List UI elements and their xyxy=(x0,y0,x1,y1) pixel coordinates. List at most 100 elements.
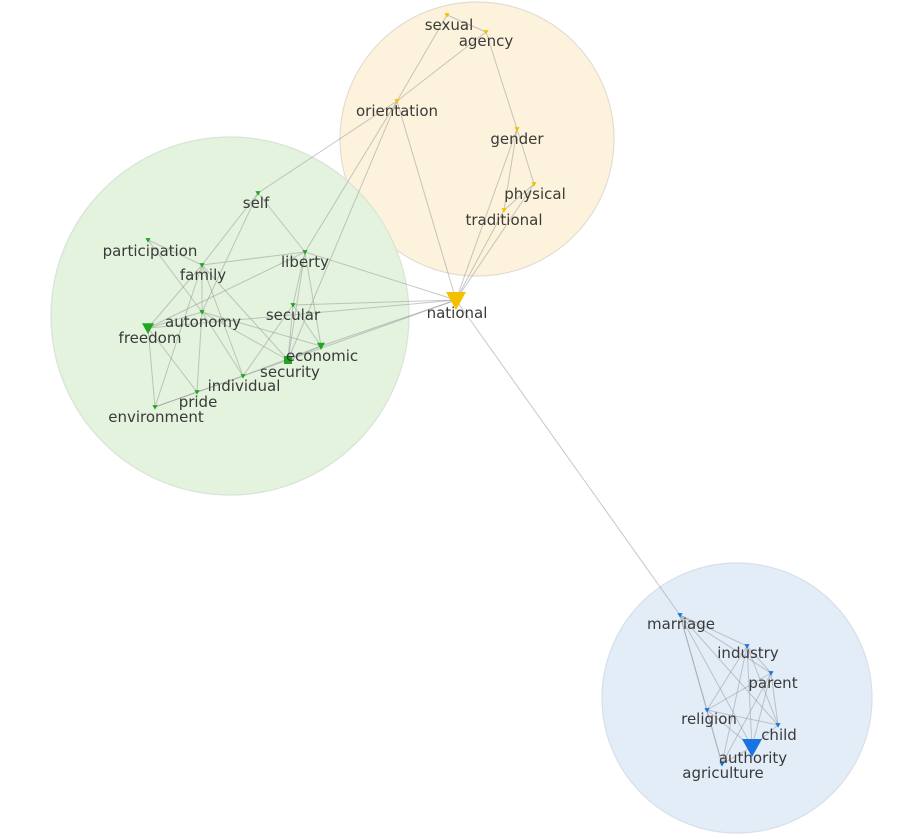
edge-family-individual xyxy=(201,264,244,377)
edge-pride-environment xyxy=(154,391,198,408)
edge-participation-family xyxy=(147,239,203,266)
node-security-marker xyxy=(317,342,325,350)
node-label-parent: parent xyxy=(748,674,797,692)
node-label-orientation: orientation xyxy=(356,102,438,120)
node-religion-marker xyxy=(704,708,710,713)
node-freedom-marker xyxy=(142,323,154,334)
community-circle-blue xyxy=(601,562,873,834)
edge-self-autonomy xyxy=(201,192,259,313)
edge-secular-national xyxy=(292,299,457,306)
node-gender-marker xyxy=(514,127,520,132)
edge-orientation-liberty xyxy=(304,100,398,253)
edge-industry-authority xyxy=(746,645,753,748)
node-label-pride: pride xyxy=(179,393,218,411)
edge-orientation-economic xyxy=(287,100,398,361)
node-label-child: child xyxy=(761,726,797,744)
edge-autonomy-security xyxy=(201,311,322,347)
edge-secular-economic xyxy=(287,304,294,361)
edge-liberty-security xyxy=(304,251,322,347)
edge-religion-agriculture xyxy=(706,709,723,765)
node-orientation-marker xyxy=(394,99,400,104)
node-label-self: self xyxy=(243,194,270,212)
edge-physical-traditional xyxy=(503,183,535,211)
edge-autonomy-economic xyxy=(201,311,289,361)
edge-freedom-national xyxy=(147,299,457,329)
edge-family-freedom xyxy=(147,264,203,329)
node-economic-marker xyxy=(284,356,292,364)
edge-agency-gender xyxy=(485,31,518,130)
edge-autonomy-pride xyxy=(196,311,203,393)
node-label-marriage: marriage xyxy=(647,615,715,633)
edge-gender-traditional xyxy=(503,128,518,211)
node-label-security: security xyxy=(260,363,320,381)
node-label-economic: economic xyxy=(286,347,358,365)
edge-participation-autonomy xyxy=(147,239,203,313)
edge-agency-orientation xyxy=(396,31,487,102)
node-participation-marker xyxy=(145,238,151,243)
node-label-environment: environment xyxy=(108,408,204,426)
edge-marriage-authority xyxy=(679,614,753,748)
node-label-industry: industry xyxy=(717,644,779,662)
edge-freedom-environment xyxy=(147,327,156,408)
node-secular-marker xyxy=(290,303,296,308)
edge-self-liberty xyxy=(257,192,306,253)
edge-marriage-child xyxy=(679,614,779,726)
node-sexual-marker xyxy=(444,13,450,18)
node-label-traditional: traditional xyxy=(465,211,542,229)
edge-layer xyxy=(147,14,779,765)
edge-national-marriage xyxy=(455,299,681,616)
edge-individual-security xyxy=(242,345,322,377)
node-label-freedom: freedom xyxy=(119,329,182,347)
edge-orientation-self xyxy=(257,100,398,194)
edge-liberty-freedom xyxy=(147,251,306,329)
edge-parent-child xyxy=(770,672,779,726)
edge-gender-national xyxy=(455,128,518,301)
community-layer xyxy=(50,1,873,834)
edge-autonomy-freedom xyxy=(147,311,203,329)
node-layer xyxy=(142,13,781,767)
edge-gender-physical xyxy=(516,128,535,185)
edge-marriage-parent xyxy=(679,614,772,674)
node-label-participation: participation xyxy=(103,242,198,260)
edge-secular-security xyxy=(292,304,322,347)
edge-family-economic xyxy=(201,264,289,361)
node-individual-marker xyxy=(240,374,246,379)
node-industry-marker xyxy=(744,644,750,649)
node-label-autonomy: autonomy xyxy=(165,313,241,331)
node-child-marker xyxy=(775,723,781,728)
node-parent-marker xyxy=(768,671,774,676)
edge-sexual-agency xyxy=(446,14,487,33)
edge-parent-agriculture xyxy=(721,672,772,765)
node-label-authority: authority xyxy=(719,749,787,767)
node-label-sexual: sexual xyxy=(425,16,474,34)
edge-parent-religion xyxy=(706,672,772,711)
edge-industry-parent xyxy=(746,645,772,674)
edge-liberty-economic xyxy=(287,251,306,361)
node-agriculture-marker xyxy=(719,762,725,767)
edge-family-environment xyxy=(154,264,203,408)
edge-family-liberty xyxy=(201,251,306,266)
edge-industry-agriculture xyxy=(721,645,748,765)
edge-security-national xyxy=(320,299,457,347)
node-label-physical: physical xyxy=(504,185,566,203)
node-authority-marker xyxy=(742,739,762,757)
node-marriage-marker xyxy=(677,613,683,618)
edge-liberty-national xyxy=(304,251,457,301)
edge-traditional-national xyxy=(455,209,505,301)
edge-sexual-orientation xyxy=(396,14,448,102)
node-national-marker xyxy=(446,292,466,310)
node-traditional-marker xyxy=(501,208,507,213)
edge-freedom-pride xyxy=(147,327,198,393)
node-label-agriculture: agriculture xyxy=(682,764,763,782)
node-label-gender: gender xyxy=(490,130,544,148)
edge-parent-authority xyxy=(751,672,772,748)
edge-industry-child xyxy=(746,645,779,726)
node-physical-marker xyxy=(531,182,537,187)
node-label-secular: secular xyxy=(266,306,321,324)
node-label-liberty: liberty xyxy=(281,253,329,271)
edge-physical-national xyxy=(455,183,535,301)
node-self-marker xyxy=(255,191,261,196)
edge-industry-religion xyxy=(706,645,748,711)
edge-authority-agriculture xyxy=(721,746,753,765)
